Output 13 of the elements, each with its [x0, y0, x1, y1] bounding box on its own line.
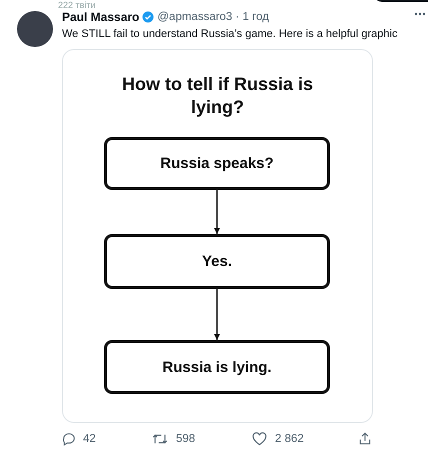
- retweet-count: 598: [176, 433, 196, 445]
- reply-count: 42: [83, 433, 96, 445]
- diagram-title: How to tell if Russia is lying?: [120, 73, 314, 119]
- process-box: Russia is lying.: [104, 340, 330, 394]
- tweet-count: 222 твіти: [58, 0, 96, 10]
- arrow: [214, 289, 220, 340]
- like-count: 2 862: [275, 433, 304, 445]
- user-handle: @apmassaro3 · 1 год: [157, 11, 269, 23]
- process-box: Russia speaks?: [104, 137, 330, 190]
- user-name: Paul Massaro: [62, 10, 140, 24]
- tweet-text: We STILL fail to understand Russia’s game. Here is a helpful graphic: [62, 28, 398, 40]
- arrow: [214, 190, 220, 234]
- process-box: Yes.: [104, 234, 330, 289]
